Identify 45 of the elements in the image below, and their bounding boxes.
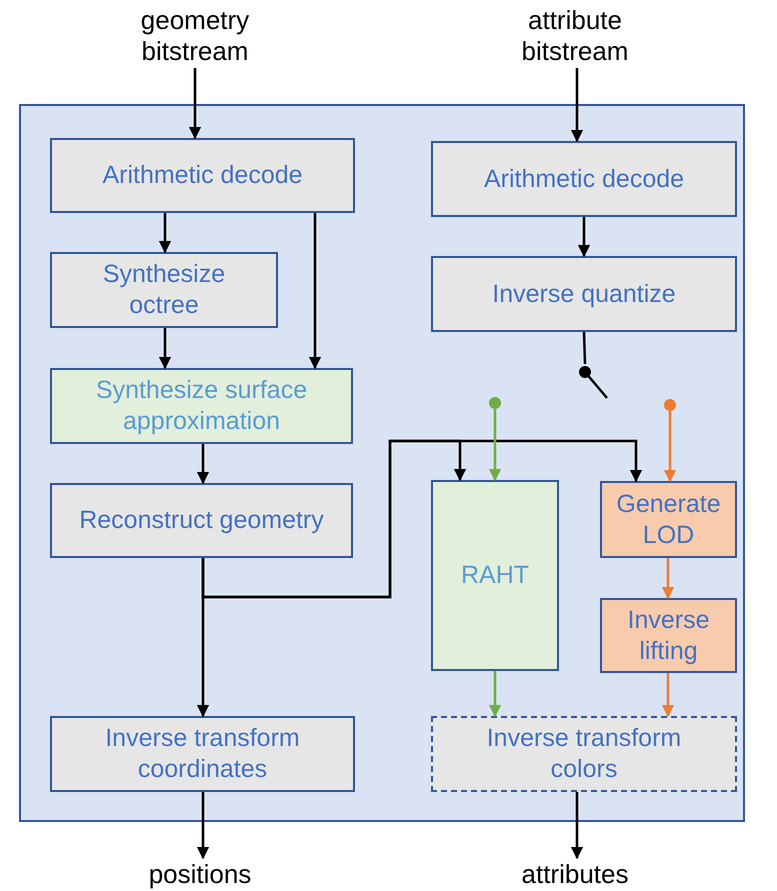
terminal-dot bbox=[664, 399, 676, 411]
process-label: Inverse transform coordinates bbox=[104, 723, 301, 785]
process-label: Inverse lifting bbox=[626, 604, 710, 666]
stream-label: positions bbox=[148, 858, 252, 890]
process-box bbox=[431, 480, 559, 671]
arrow bbox=[158, 213, 172, 254]
process-label: RAHT bbox=[460, 560, 530, 591]
arrow bbox=[196, 444, 210, 484]
process-box bbox=[600, 481, 737, 558]
decoder-panel bbox=[19, 104, 745, 822]
arrow bbox=[202, 440, 642, 598]
process-label: Synthesize surface approximation bbox=[94, 375, 308, 437]
process-box bbox=[50, 138, 355, 213]
arrow bbox=[570, 68, 584, 142]
stream-label: attribute bitstream bbox=[520, 5, 630, 67]
process-label: Reconstruct geometry bbox=[79, 505, 324, 536]
arrow bbox=[578, 217, 590, 258]
process-box bbox=[50, 252, 278, 328]
switch-symbol bbox=[577, 364, 609, 400]
process-label: Arithmetic decode bbox=[102, 160, 303, 191]
process-box bbox=[50, 716, 355, 792]
process-box bbox=[50, 483, 353, 558]
arrow bbox=[662, 558, 674, 600]
arrow bbox=[188, 68, 202, 140]
arrow bbox=[662, 673, 674, 718]
arrow bbox=[664, 411, 676, 482]
process-box bbox=[431, 256, 737, 332]
process-label: Inverse transform colors bbox=[486, 723, 682, 785]
process-box bbox=[50, 368, 353, 444]
process-box bbox=[431, 716, 737, 792]
terminal-dot bbox=[489, 397, 501, 409]
arrow bbox=[488, 671, 502, 718]
stream-label: attributes bbox=[522, 858, 628, 890]
stream-label: geometry bitstream bbox=[140, 5, 250, 67]
process-box bbox=[600, 598, 737, 673]
process-label: Generate LOD bbox=[616, 488, 721, 550]
arrow bbox=[196, 792, 210, 860]
process-box bbox=[431, 141, 737, 217]
arrow bbox=[308, 213, 322, 370]
process-label: Inverse quantize bbox=[492, 278, 676, 310]
arrow bbox=[158, 328, 172, 370]
process-label: Synthesize octree bbox=[102, 259, 226, 321]
arrow bbox=[488, 409, 502, 482]
arrow bbox=[570, 792, 584, 860]
process-label: Arithmetic decode bbox=[484, 164, 684, 194]
